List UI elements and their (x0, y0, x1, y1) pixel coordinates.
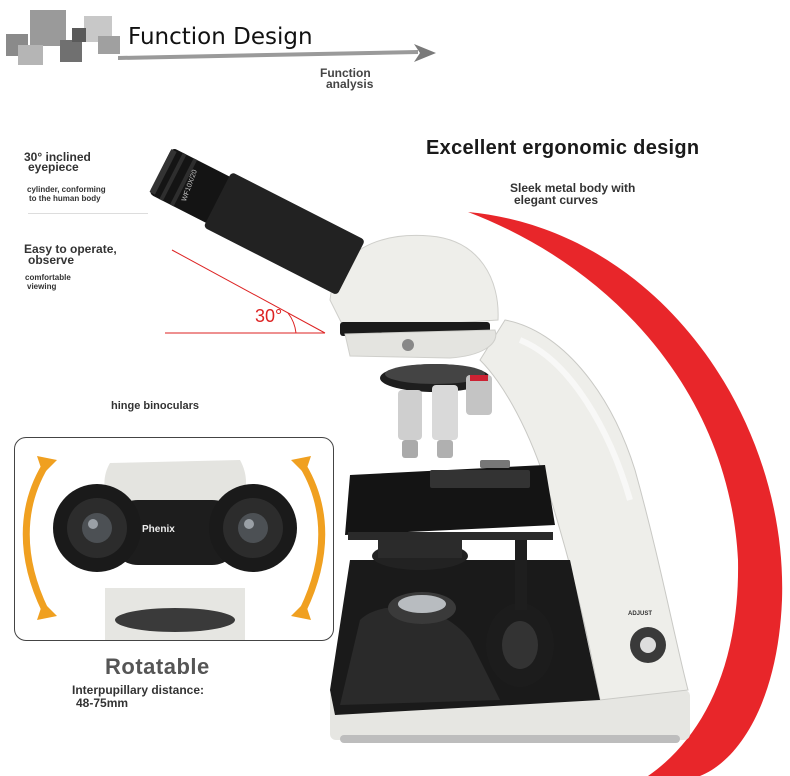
focus-knob-inner (502, 621, 538, 669)
subtitle-line: analysis (326, 77, 374, 91)
lower-body-curve (340, 606, 500, 705)
inset-bridge (110, 500, 240, 565)
note-line: viewing (27, 282, 57, 291)
rotate-arrow-left (22, 464, 49, 612)
nosepiece-ring (385, 364, 485, 384)
binocular-drawing (22, 456, 326, 640)
note-line: Interpupillary distance: (72, 683, 205, 697)
microscope-arm (479, 319, 689, 701)
rotatable-title: Rotatable (105, 654, 210, 679)
hinge-label: hinge binoculars (111, 400, 200, 412)
angle-line (171, 249, 326, 334)
deco-square (60, 40, 82, 62)
note-line: Sleek metal body with (510, 181, 636, 195)
inclined-note: 30° inclined eyepiece (24, 150, 91, 174)
head-lower (344, 329, 497, 359)
inset-head (104, 460, 247, 510)
arrowhead-left-top (37, 456, 57, 474)
stage-clip (430, 470, 530, 488)
objective-lens (398, 390, 422, 458)
note-line: elegant curves (514, 193, 599, 207)
adjust-knob-center (640, 637, 656, 653)
headline: Excellent ergonomic design (426, 137, 700, 159)
note-line: to the human body (29, 194, 101, 203)
objective-lens (432, 385, 458, 458)
arrowhead-right-bottom (291, 602, 311, 620)
base-shadow (340, 735, 680, 743)
deco-square (72, 28, 86, 42)
cylinder-note: cylinder, conforming to the human body (27, 185, 106, 203)
stage-edge (348, 532, 553, 540)
header-decoration (6, 10, 436, 65)
note-line: comfortable (25, 273, 71, 282)
adjust-label: ADJUST (628, 611, 653, 617)
header-arrow-line (118, 50, 418, 60)
deco-square (98, 36, 120, 54)
brand-label: Phenix (142, 524, 175, 535)
arm-highlight (518, 337, 633, 501)
angle-label: 30° (255, 306, 283, 326)
inset-lens-right (238, 513, 268, 543)
rotate-arrow-right (299, 464, 326, 612)
note-divider (28, 213, 148, 214)
comfortable-note: comfortable viewing (25, 273, 71, 291)
section-title: Function Design (128, 24, 313, 50)
note-line: cylinder, conforming (27, 185, 106, 194)
header-arrow-head (414, 44, 436, 62)
note-line: Easy to operate, (24, 242, 117, 256)
operate-note: Easy to operate, observe (24, 242, 117, 267)
inset-turret (115, 608, 235, 632)
note-line: 48-75mm (76, 696, 129, 710)
section-subtitle: Function analysis (320, 66, 374, 91)
inset-lens-glint (244, 519, 254, 529)
note-line: observe (28, 253, 75, 267)
light-lens (398, 595, 446, 613)
sleek-note: Sleek metal body with elegant curves (510, 182, 635, 206)
head-knob (402, 339, 414, 351)
note-line: 30° inclined (24, 150, 91, 164)
arrowhead-left-bottom (37, 602, 57, 620)
stage-clip (480, 460, 510, 468)
arrowhead-right-top (291, 456, 311, 474)
note-line: eyepiece (28, 160, 79, 174)
eyepiece (149, 149, 364, 294)
objective-lens (466, 375, 492, 415)
red-arc (468, 212, 783, 776)
subtitle-line: Function (320, 66, 371, 80)
condenser-body (378, 540, 462, 558)
inset-lens-glint (88, 519, 98, 529)
inset-lens-left (82, 513, 112, 543)
interpupillary-note: Interpupillary distance: 48-75mm (72, 684, 204, 710)
binocular-inset (14, 437, 334, 641)
deco-square (18, 45, 43, 65)
angle-arc (287, 312, 297, 334)
stage-pillar (515, 540, 527, 610)
